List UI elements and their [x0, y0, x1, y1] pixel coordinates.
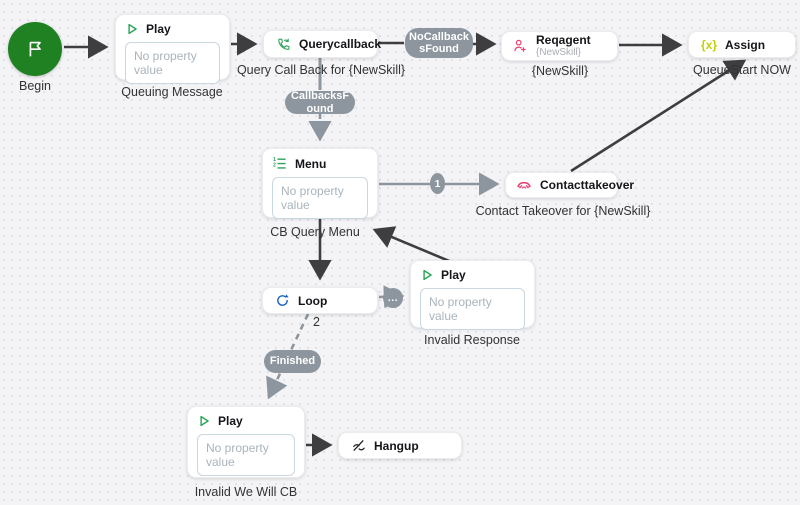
reqagent-node[interactable]: Reqagent {NewSkill} — [501, 31, 618, 61]
callback-phone-icon — [276, 37, 291, 52]
node-subtitle: {NewSkill} — [536, 47, 582, 59]
play-icon — [420, 268, 434, 282]
numbered-list-icon: 1 2 — [272, 156, 288, 171]
play-node-invalid-we-will-cb[interactable]: Play No property value — [187, 406, 305, 478]
assign-node[interactable]: {x} Assign — [688, 31, 796, 58]
loop-node[interactable]: Loop — [262, 287, 378, 314]
invalid-we-will-cb-label: Invalid We Will CB — [194, 485, 298, 499]
branch-pill-callbacksfound[interactable]: CallbacksFound — [285, 90, 355, 115]
node-title: Hangup — [374, 438, 419, 453]
branch-badge-1[interactable]: 1 — [430, 173, 445, 194]
play-icon — [125, 22, 139, 36]
node-title: Play — [146, 22, 171, 36]
node-title: Play — [218, 414, 243, 428]
assign-variable-icon: {x} — [701, 37, 718, 52]
connector-contacttakeover-to-assign[interactable] — [570, 59, 747, 173]
loop-iteration-count: 2 — [313, 315, 320, 329]
node-title: Reqagent — [536, 33, 591, 48]
node-title: Querycallback — [299, 37, 382, 51]
hangup-phone-icon — [351, 438, 366, 453]
flag-icon — [24, 38, 46, 60]
menu-node[interactable]: 1 2 Menu No property value — [262, 148, 378, 219]
querycallback-label: Query Call Back for {NewSkill} — [236, 63, 406, 77]
property-preview[interactable]: No property value — [125, 42, 220, 84]
loop-arrow-icon — [275, 293, 290, 308]
querycallback-node[interactable]: Querycallback — [263, 30, 382, 58]
play-icon — [197, 414, 211, 428]
branch-pill-finished[interactable]: Finished — [264, 350, 321, 373]
menu-label: CB Query Menu — [270, 225, 360, 239]
reqagent-label: {NewSkill} — [531, 64, 589, 78]
takeover-phone-icon — [516, 178, 532, 192]
invalid-response-label: Invalid Response — [424, 333, 520, 347]
property-preview[interactable]: No property value — [272, 177, 368, 219]
svg-text:1: 1 — [273, 157, 276, 163]
node-title: Play — [441, 268, 466, 282]
node-title: Loop — [298, 293, 328, 308]
play-node-invalid-response[interactable]: Play No property value — [410, 260, 535, 330]
begin-node[interactable] — [8, 22, 62, 76]
svg-text:2: 2 — [273, 163, 276, 169]
branch-pill-nocallbacksfound[interactable]: NoCallbacksFound — [405, 28, 473, 58]
queuing-message-label: Queuing Message — [121, 85, 223, 99]
branch-badge-next[interactable]: ... — [383, 288, 403, 308]
agent-add-icon — [512, 38, 528, 54]
node-title: Menu — [295, 156, 327, 171]
property-preview[interactable]: No property value — [420, 288, 525, 330]
hangup-node[interactable]: Hangup — [338, 432, 462, 459]
property-preview[interactable]: No property value — [197, 434, 295, 476]
contacttakeover-label: Contact Takeover for {NewSkill} — [475, 204, 651, 218]
play-node-queuing-message[interactable]: Play No property value — [115, 14, 230, 84]
assign-label: QueueStart NOW — [693, 63, 791, 77]
node-title: Contacttakeover — [540, 178, 635, 192]
contacttakeover-node[interactable]: Contacttakeover — [505, 172, 634, 198]
begin-label: Begin — [19, 79, 51, 93]
node-title: Assign — [725, 37, 766, 52]
